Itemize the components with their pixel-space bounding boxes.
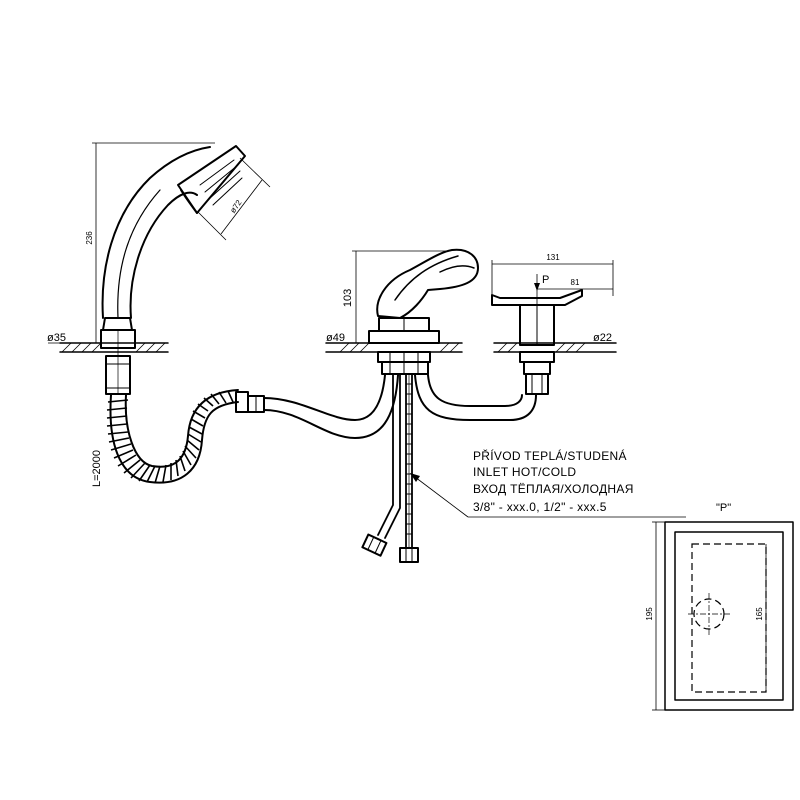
dimension-shower-base: ø35 [47,332,104,344]
deck-section-mixer [325,342,463,353]
shower-head-dia-label: ø72 [228,198,244,215]
dimension-diverter-width: 131 [491,253,614,296]
inlet-note-line-1: PŘÍVOD TEPLÁ/STUDENÁ [473,448,627,463]
inlet-note-line-3: ВХОД ТЁПЛАЯ/ХОЛОДНАЯ [473,482,634,496]
hand-shower [100,145,246,395]
mixer-body [368,248,479,375]
detail-outer-height-label: 195 [645,607,654,621]
shower-height-label: 236 [85,231,94,245]
diverter-offset-label: 81 [571,278,580,287]
shower-head-nozzles [199,159,243,206]
inlet-note-line-4: 3/8" - xxx.0, 1/2" - xxx.5 [473,500,607,514]
deck-section-diverter [493,342,617,353]
detail-label: "P" [716,502,731,514]
mixer-height-label: 103 [342,289,354,307]
flexible-hose [106,389,265,484]
inlet-note-line-2: INLET HOT/COLD [473,465,576,479]
detail-inner-height-label: 165 [755,607,764,621]
hose-length-label: L=2000 [91,450,103,487]
shower-base-dia-label: ø35 [47,332,66,344]
inlet-note: PŘÍVOD TEPLÁ/STUDENÁ INLET HOT/COLD ВХОД… [410,448,686,518]
diverter-marker: P [534,274,549,291]
diverter-width-label: 131 [546,253,560,262]
connection-pipes [263,374,537,439]
diverter-marker-label: P [542,274,549,286]
diverter-base-dia-label: ø22 [593,332,612,344]
mixer-base-dia-label: ø49 [326,332,345,344]
inlet-hoses [361,373,419,563]
dimension-mixer-height: 103 [342,250,450,344]
detail-p: "P" 195 165 [645,502,794,711]
diverter [491,289,583,395]
